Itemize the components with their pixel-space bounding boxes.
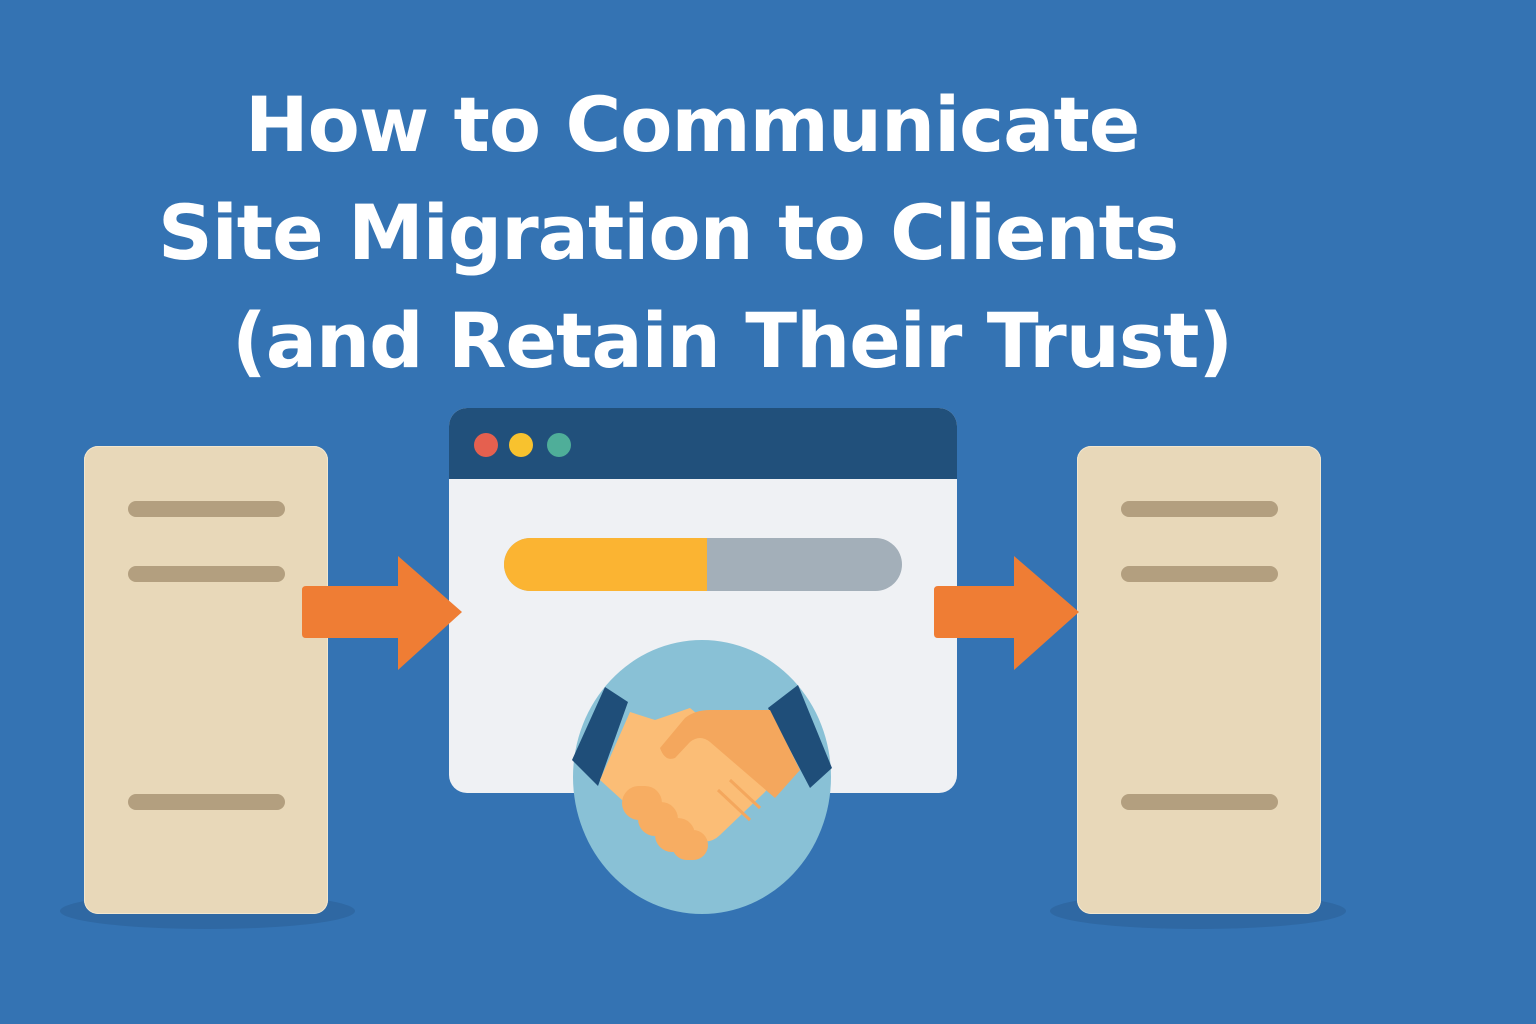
server-line bbox=[1121, 566, 1278, 582]
title-line-3: (and Retain Their Trust) bbox=[232, 296, 1233, 385]
server-line bbox=[128, 566, 285, 582]
title-line-2: Site Migration to Clients bbox=[158, 188, 1179, 277]
arrow-right-icon bbox=[302, 556, 462, 670]
source-server-icon bbox=[84, 446, 328, 914]
server-line bbox=[128, 794, 285, 810]
close-dot-icon bbox=[474, 433, 498, 457]
server-line bbox=[1121, 794, 1278, 810]
minimize-dot-icon bbox=[509, 433, 533, 457]
browser-titlebar bbox=[449, 408, 957, 479]
server-line bbox=[1121, 501, 1278, 517]
handshake-icon bbox=[572, 685, 832, 860]
progress-fill bbox=[504, 538, 707, 591]
server-line bbox=[128, 501, 285, 517]
target-server-icon bbox=[1077, 446, 1321, 914]
arrow-right-icon bbox=[934, 556, 1079, 670]
migration-progress-bar bbox=[504, 538, 902, 591]
title-line-1: How to Communicate bbox=[245, 80, 1140, 169]
maximize-dot-icon bbox=[547, 433, 571, 457]
